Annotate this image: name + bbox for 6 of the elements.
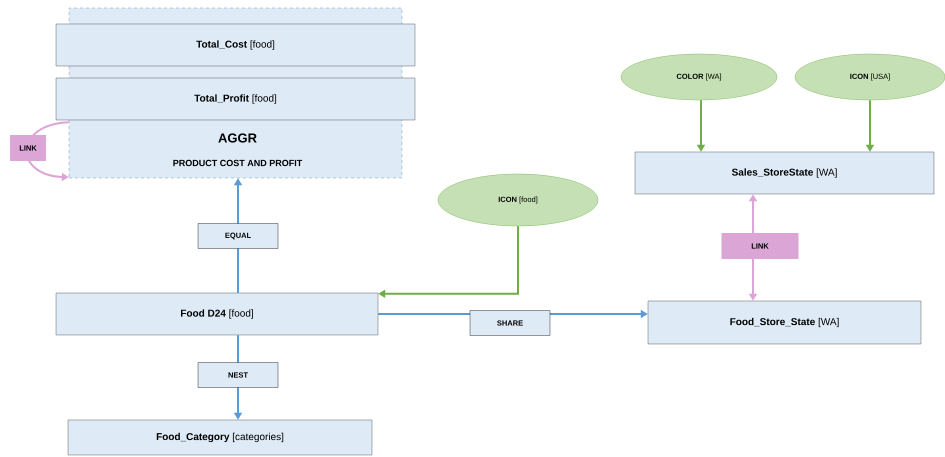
entity-box: Total_Profit [food] [56,78,416,120]
entity-box: Food D24 [food] [56,292,378,336]
entity-box: Food_Category [categories] [68,420,372,456]
entity-box: Total_Cost [food] [56,24,416,66]
entity-box: Food_Store_State [WA] [648,300,922,344]
entity-box: Sales_StoreState [WA] [634,152,934,194]
